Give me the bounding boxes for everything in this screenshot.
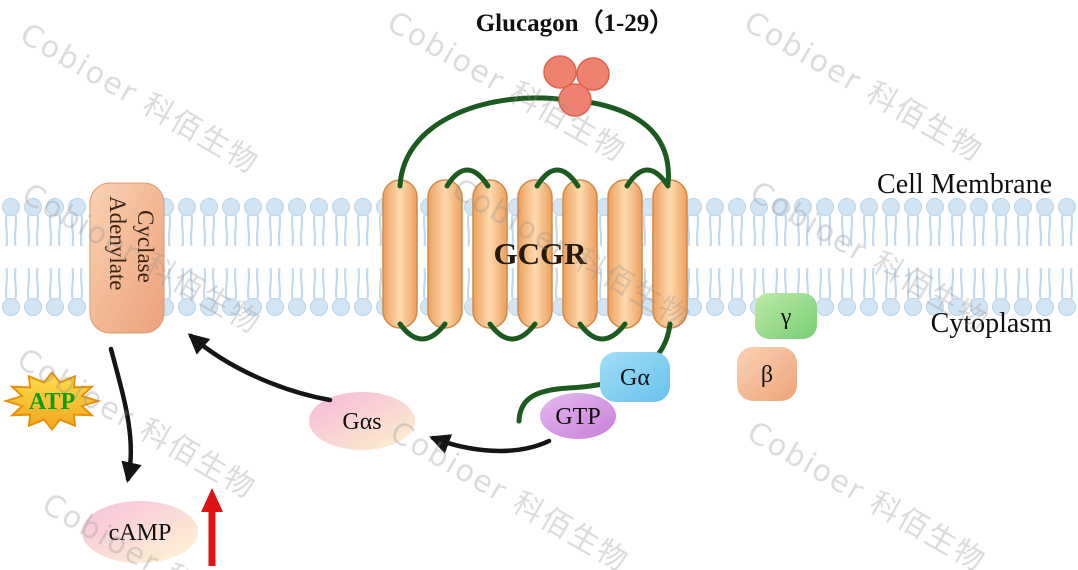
extracellular-loop-1 <box>444 167 491 189</box>
gamma-label: γ <box>780 304 792 330</box>
camp-molecule <box>82 501 198 563</box>
adenylate-cyclase-label-line2: Cyclase <box>133 210 158 283</box>
atp-label: ATP <box>29 389 75 415</box>
g-alpha-subunit <box>600 352 670 402</box>
arrow-gtp-to-gas <box>429 434 552 454</box>
beta-label: β <box>761 362 773 388</box>
starburst-shape <box>6 372 98 429</box>
extracellular-loop-2 <box>534 167 581 189</box>
glucagon-molecule-1 <box>543 55 577 89</box>
extracellular-loop-3 <box>624 167 671 189</box>
beta-subunit <box>737 347 797 401</box>
gamma-subunit <box>755 293 817 339</box>
camp-label: cAMP <box>109 520 172 546</box>
camp-increase-arrow <box>201 488 223 566</box>
gtp-label: GTP <box>555 404 600 430</box>
glucagon-molecule-3 <box>558 83 592 117</box>
signal-arrows <box>108 333 552 484</box>
arrow-atp-to-camp <box>108 346 142 484</box>
gas-label: Gαs <box>342 409 381 435</box>
red-arrow-head <box>201 488 223 512</box>
g-alpha-label: Gα <box>620 365 650 391</box>
arrow-gas-to-adenylate-cyclase <box>187 333 333 403</box>
intracellular-loop-1 <box>397 321 448 342</box>
adenylate-cyclase-body <box>89 182 165 334</box>
intracellular-loop-2 <box>487 321 538 342</box>
watermark: Cobioer 科佰生物 <box>738 5 989 170</box>
intracellular-loop-3 <box>577 321 628 342</box>
cell-membrane-label: Cell Membrane <box>877 169 1052 200</box>
diagram-title: Glucagon（1-29） <box>476 8 675 37</box>
watermark: Cobioer 科佰生物 <box>14 17 265 182</box>
adenylate-cyclase: Adenylate Cyclase <box>89 182 165 334</box>
glucagon-to-helix7-loop <box>585 99 671 187</box>
watermark: Cobioer 科佰生物 <box>384 415 635 570</box>
cytoplasm-label: Cytoplasm <box>931 308 1053 339</box>
gas-subunit <box>309 392 415 450</box>
gtp-molecule <box>540 393 616 439</box>
gcgr-helices <box>382 179 688 329</box>
watermark: Cobioer 科佰生物 <box>741 415 992 570</box>
g-protein-complex: Gα γ β <box>600 293 817 402</box>
tm-helix-1 <box>382 179 418 329</box>
glucagon-ligand <box>543 55 610 117</box>
glucagon-molecule-2 <box>576 57 610 91</box>
receptor-label: GCGR <box>494 236 588 271</box>
n-terminal-loop <box>397 95 569 189</box>
adenylate-cyclase-label-line1: Adenylate <box>105 196 130 291</box>
atp-starburst: ATP <box>6 372 98 429</box>
